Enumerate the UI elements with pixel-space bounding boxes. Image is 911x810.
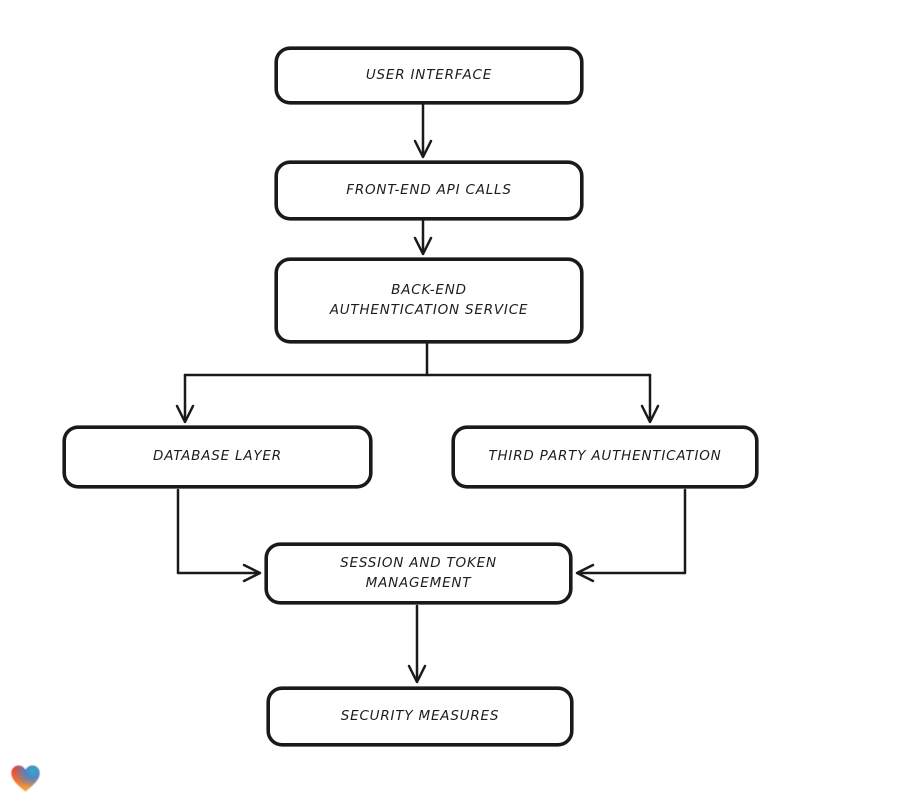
edge-ui-to-frontend bbox=[413, 103, 433, 159]
edge-session-to-security bbox=[407, 604, 427, 684]
node-third-party-authentication-label: THIRD PARTY AUTHENTICATION bbox=[488, 448, 722, 465]
node-database-layer-label: DATABASE LAYER bbox=[153, 448, 282, 465]
node-back-end-authentication-service-label: BACK-END AUTHENTICATION SERVICE bbox=[329, 281, 529, 318]
node-session-and-token-management-label: SESSION AND TOKEN MANAGEMENT bbox=[340, 554, 497, 591]
heart-logo[interactable] bbox=[7, 759, 44, 796]
node-user-interface[interactable]: USER INTERFACE bbox=[275, 47, 583, 104]
edge-backend-split bbox=[175, 342, 660, 424]
edge-thirdparty-to-session bbox=[575, 488, 687, 583]
edge-frontend-to-backend bbox=[413, 219, 433, 256]
edge-database-to-session bbox=[176, 488, 262, 583]
node-front-end-api-calls-label: FRONT-END API CALLS bbox=[346, 181, 512, 198]
node-third-party-authentication[interactable]: THIRD PARTY AUTHENTICATION bbox=[452, 426, 758, 488]
node-security-measures-label: SECURITY MEASURES bbox=[340, 707, 500, 724]
node-user-interface-label: USER INTERFACE bbox=[365, 66, 493, 83]
node-front-end-api-calls[interactable]: FRONT-END API CALLS bbox=[275, 161, 583, 220]
node-database-layer[interactable]: DATABASE LAYER bbox=[63, 426, 372, 488]
node-session-and-token-management[interactable]: SESSION AND TOKEN MANAGEMENT bbox=[265, 543, 572, 604]
node-security-measures[interactable]: SECURITY MEASURES bbox=[267, 687, 573, 746]
node-back-end-authentication-service[interactable]: BACK-END AUTHENTICATION SERVICE bbox=[275, 258, 583, 343]
